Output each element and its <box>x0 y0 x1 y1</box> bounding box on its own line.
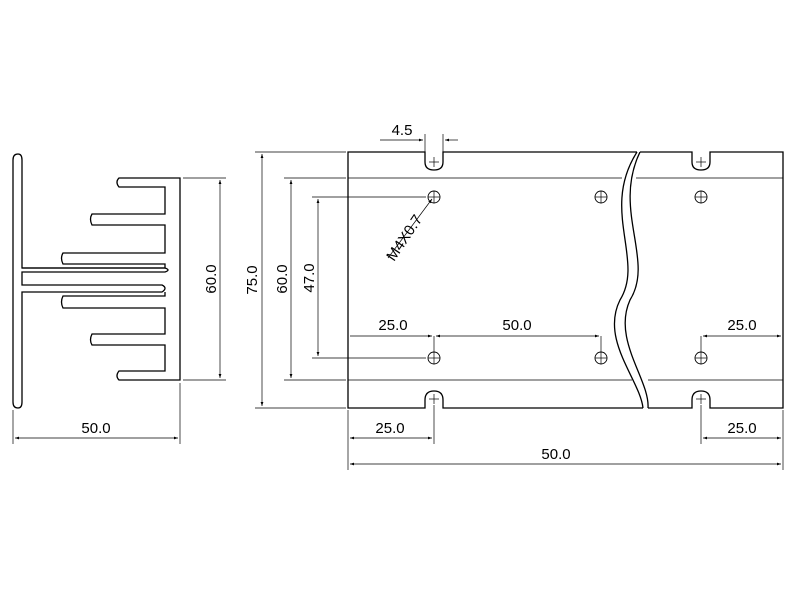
overall-height-label: 75.0 <box>244 265 261 294</box>
thread-callout: M4X0.7 <box>383 198 433 264</box>
slot-width-label: 4.5 <box>392 122 413 139</box>
hole-spacing-dimension: 47.0 <box>301 196 426 359</box>
overall-height-dimension: 75.0 <box>244 151 346 409</box>
side-height-label: 60.0 <box>203 264 220 293</box>
inner-height-label: 60.0 <box>274 264 291 293</box>
hole-row-dimensions: 25.0 50.0 25.0 <box>350 317 781 352</box>
hole-spacing-label: 47.0 <box>301 263 318 292</box>
slot-centers <box>429 157 706 404</box>
top-view-plate <box>347 151 784 409</box>
side-width-dimension: 50.0 <box>12 383 181 444</box>
right-hole-offset-label: 25.0 <box>727 317 756 334</box>
overall-length-dimension: 50.0 <box>350 446 781 466</box>
side-height-dimension: 60.0 <box>183 177 226 381</box>
hole-top-left <box>427 190 441 204</box>
hole-bottom-left <box>427 351 441 365</box>
side-view-profile <box>12 153 181 409</box>
slot-width-dimension: 4.5 <box>380 122 458 152</box>
bottom-left-offset-label: 25.0 <box>375 420 404 437</box>
hole-bottom-middle <box>594 351 608 365</box>
thread-label: M4X0.7 <box>383 212 426 264</box>
side-width-label: 50.0 <box>81 420 110 437</box>
mounting-holes <box>427 157 708 404</box>
inner-height-dimension: 60.0 <box>274 177 346 381</box>
hole-top-right <box>694 190 708 204</box>
bottom-offset-dimensions: 25.0 25.0 <box>347 405 784 470</box>
bottom-right-offset-label: 25.0 <box>727 420 756 437</box>
hole-bottom-right <box>694 351 708 365</box>
left-hole-offset-label: 25.0 <box>378 317 407 334</box>
hole-pitch-label: 50.0 <box>502 317 531 334</box>
overall-length-label: 50.0 <box>541 446 570 463</box>
hole-top-middle <box>594 190 608 204</box>
